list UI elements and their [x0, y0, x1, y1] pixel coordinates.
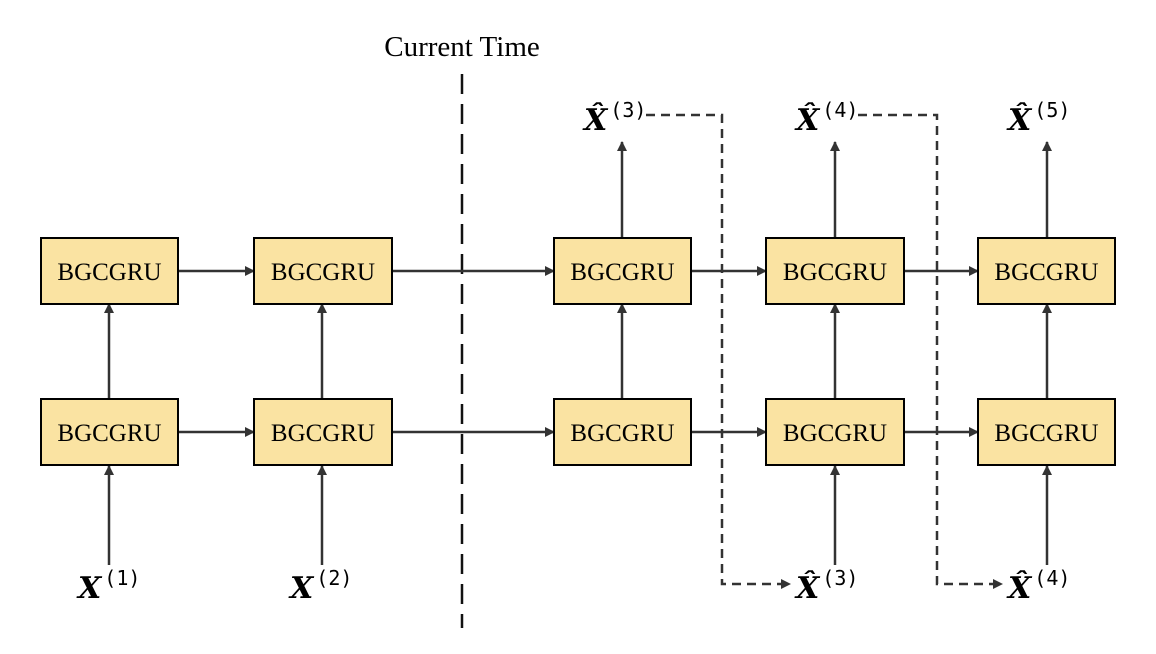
output-label-4: X̂(4) [794, 98, 858, 138]
feedback-label-3: X̂(3) [794, 566, 858, 606]
feedback-label-4: X̂(4) [1006, 566, 1070, 606]
output-label-5: X̂(5) [1006, 98, 1070, 138]
bgcgru-cell-top-4: BGCGRU [765, 237, 905, 305]
input-label-2: X(2) [288, 566, 352, 606]
output-label-main: X̂ [1006, 103, 1033, 138]
cell-label: BGCGRU [570, 259, 674, 286]
edge-feedback-3 [646, 113, 791, 589]
output-label-sup: (5) [1034, 98, 1070, 122]
cell-label: BGCGRU [57, 420, 161, 447]
current-time-label: Current Time [384, 31, 540, 63]
input-label-sup: (1) [104, 566, 140, 590]
cell-label: BGCGRU [570, 420, 674, 447]
output-edges [617, 141, 1052, 238]
edge-feedback-4 [858, 113, 1003, 589]
output-label-sup: (3) [610, 98, 646, 122]
feedback-label-main: X̂ [1006, 571, 1033, 606]
input-label-main: X [288, 571, 315, 606]
bgcgru-cell-bottom-1: BGCGRU [40, 398, 179, 466]
cell-label: BGCGRU [783, 420, 887, 447]
output-label-3: X̂(3) [582, 98, 646, 138]
output-label-main: X̂ [582, 103, 609, 138]
output-label-sup: (4) [822, 98, 858, 122]
bgcgru-cell-bottom-3: BGCGRU [553, 398, 692, 466]
bgcgru-cell-bottom-4: BGCGRU [765, 398, 905, 466]
cell-label: BGCGRU [271, 259, 375, 286]
feedback-label-sup: (4) [1034, 566, 1070, 590]
inter-layer-edges [104, 303, 1052, 399]
cell-label: BGCGRU [994, 420, 1098, 447]
output-label-main: X̂ [794, 103, 821, 138]
bgcgru-cell-bottom-5: BGCGRU [977, 398, 1116, 466]
cell-label: BGCGRU [783, 259, 887, 286]
bgcgru-cell-top-1: BGCGRU [40, 237, 179, 305]
bgcgru-cell-top-2: BGCGRU [253, 237, 393, 305]
input-edges [104, 465, 1052, 565]
bgcgru-cell-top-5: BGCGRU [977, 237, 1116, 305]
cell-label: BGCGRU [994, 259, 1098, 286]
feedback-label-main: X̂ [794, 571, 821, 606]
feedback-edges [646, 113, 1003, 589]
cell-label: BGCGRU [57, 259, 161, 286]
input-label-sup: (2) [316, 566, 352, 590]
feedback-label-sup: (3) [822, 566, 858, 590]
bgcgru-cell-bottom-2: BGCGRU [253, 398, 393, 466]
cell-label: BGCGRU [271, 420, 375, 447]
input-label-1: X(1) [76, 566, 140, 606]
input-label-main: X [76, 571, 103, 606]
bgcgru-cell-top-3: BGCGRU [553, 237, 692, 305]
